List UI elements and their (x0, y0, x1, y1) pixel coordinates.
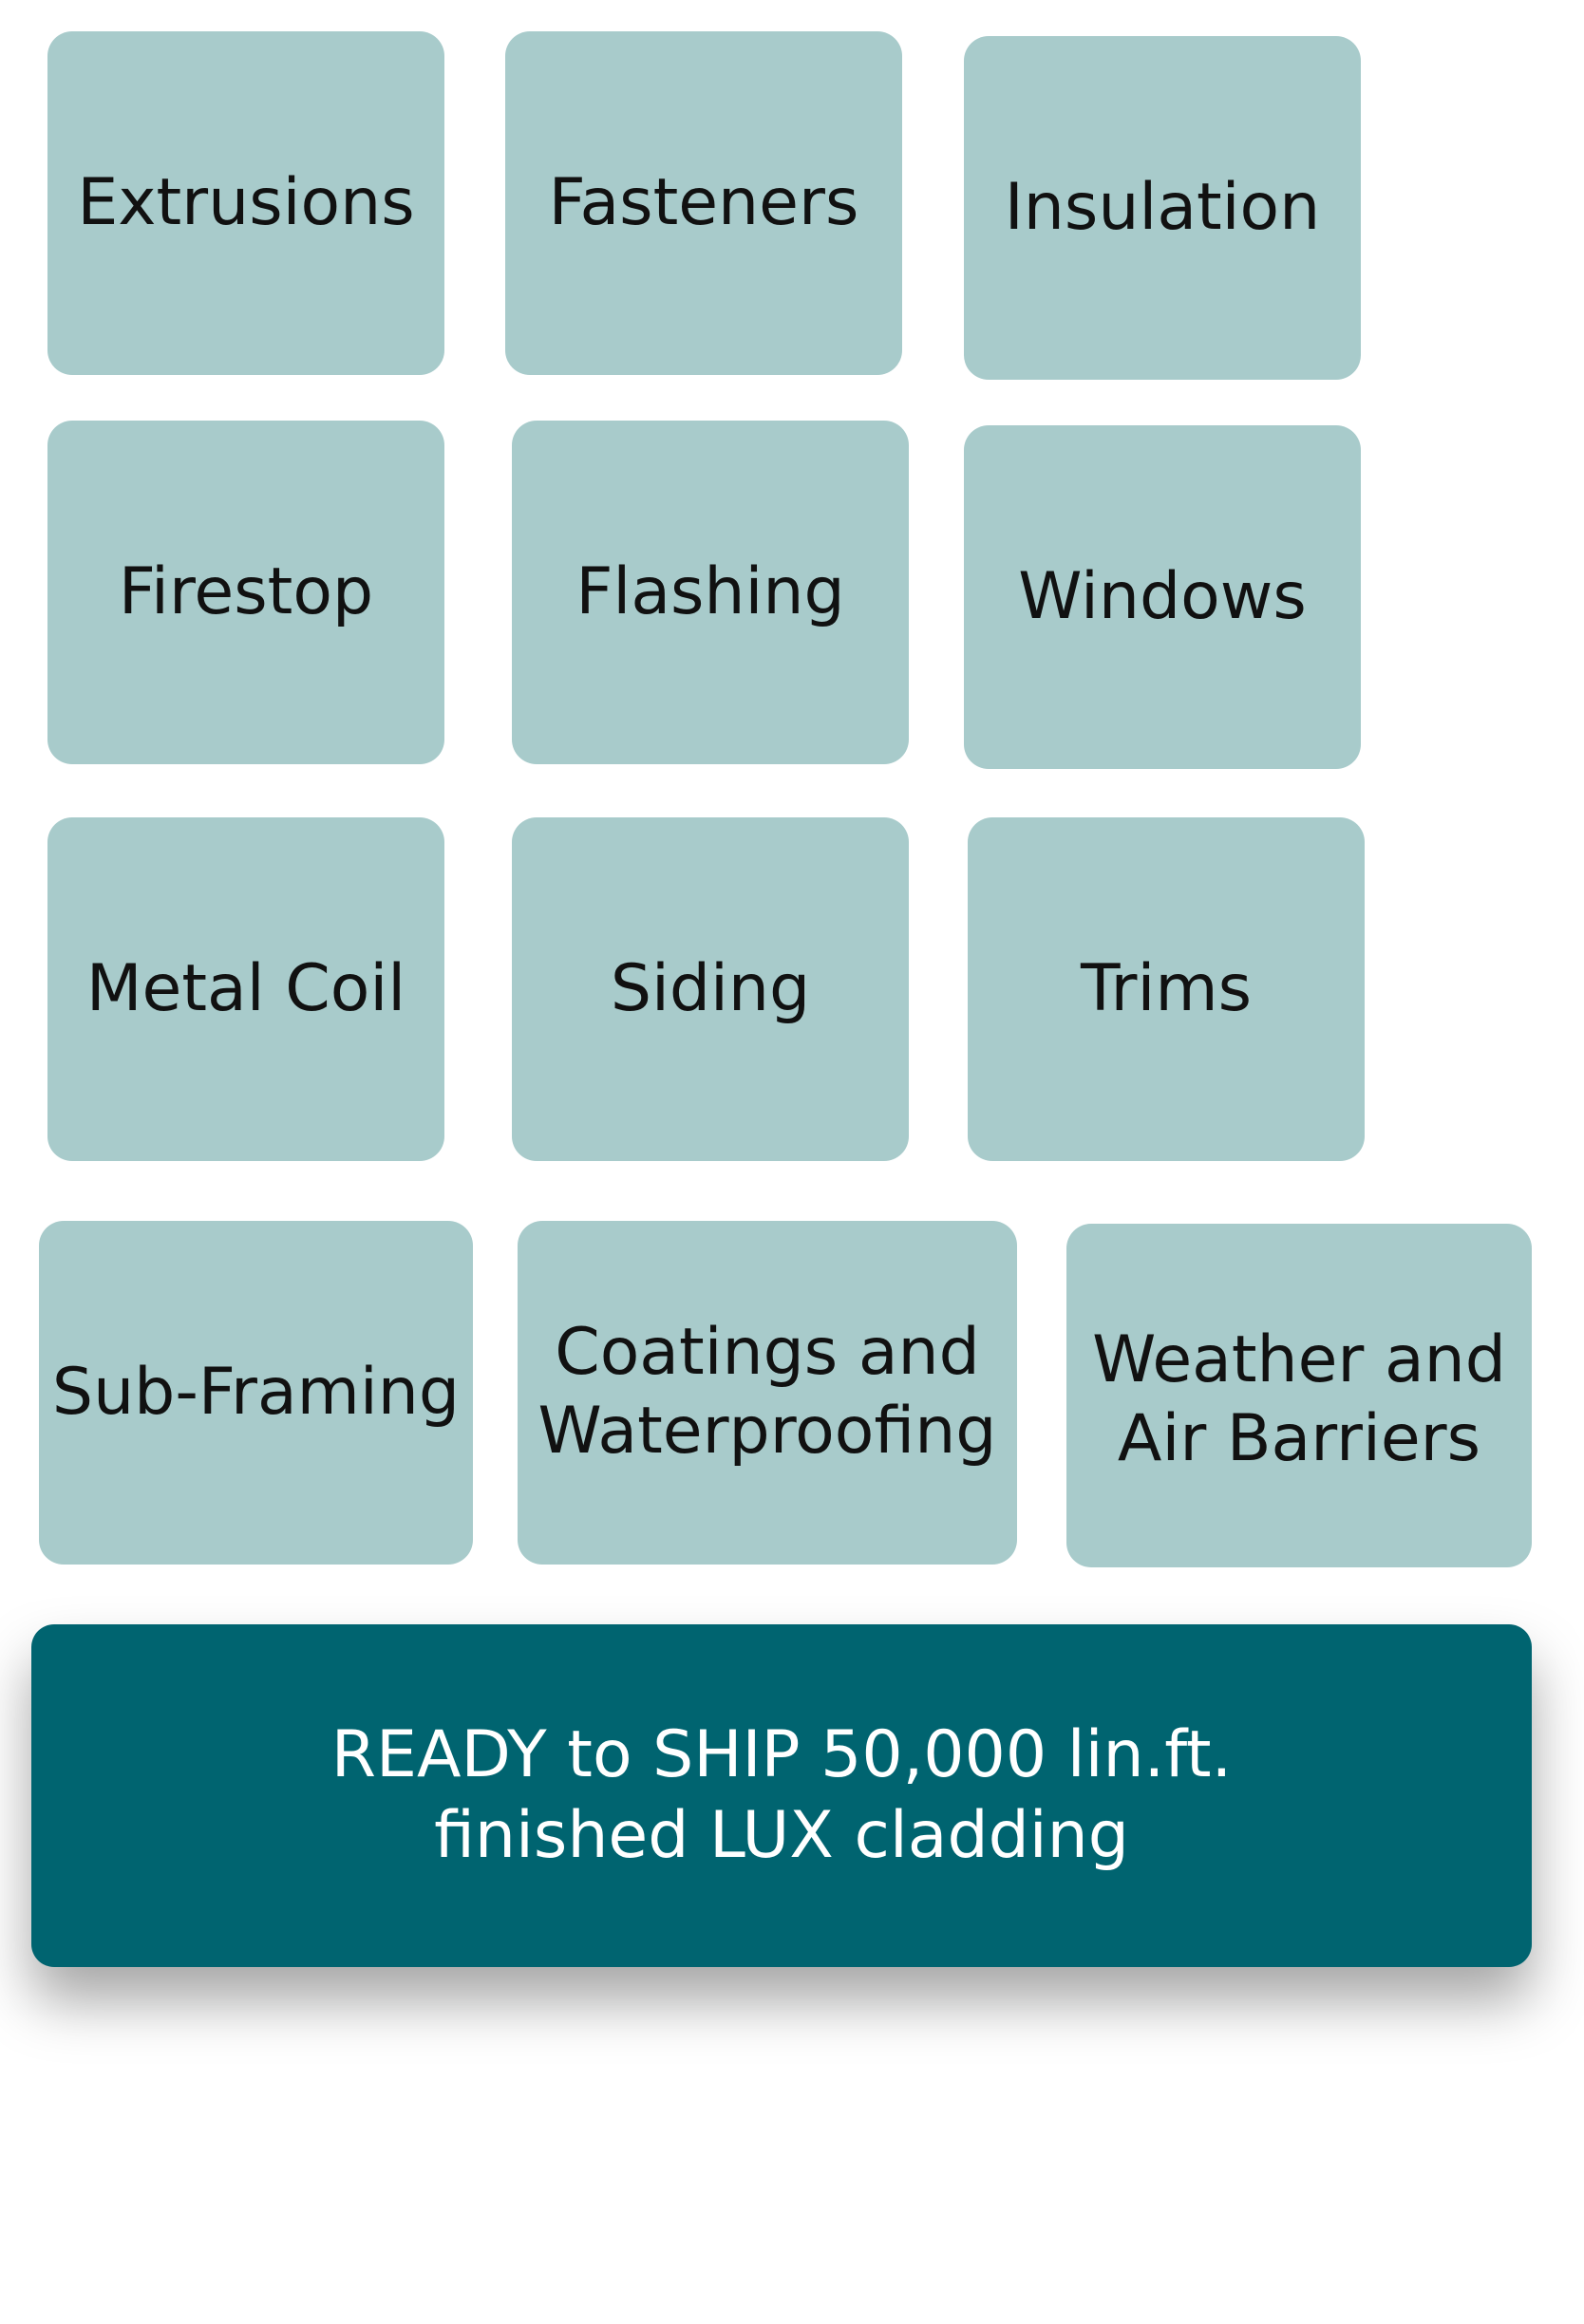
tile-sub-framing: Sub-Framing (39, 1221, 473, 1565)
tile-label-line2: Waterproofing (537, 1394, 997, 1469)
banner-line1: READY to SHIP 50,000 lin.ft. (330, 1717, 1233, 1793)
tile-label: Siding (610, 950, 811, 1026)
tile-coatings-waterproofing: Coatings and Waterproofing (518, 1221, 1017, 1565)
tile-label: Insulation (1004, 169, 1321, 245)
banner-line2: finished LUX cladding (434, 1797, 1129, 1873)
tile-label: Windows (1018, 558, 1307, 634)
tile-label: Firestop (118, 553, 374, 629)
tile-extrusions: Extrusions (47, 31, 444, 375)
tile-label: Flashing (575, 553, 845, 629)
tile-flashing: Flashing (512, 421, 909, 764)
tile-insulation: Insulation (964, 36, 1361, 380)
tile-trims: Trims (968, 817, 1365, 1161)
tile-label-line1: Weather and (1092, 1322, 1506, 1398)
tile-label: Sub-Framing (51, 1354, 461, 1430)
tile-windows: Windows (964, 425, 1361, 769)
tile-metal-coil: Metal Coil (47, 817, 444, 1161)
tile-label: Metal Coil (85, 950, 406, 1026)
tile-label-line2: Air Barriers (1117, 1401, 1481, 1476)
tile-siding: Siding (512, 817, 909, 1161)
tile-label-line1: Coatings and (555, 1315, 980, 1391)
tile-label: Fasteners (548, 164, 859, 240)
tile-label: Extrusions (77, 164, 415, 240)
tile-weather-air-barriers: Weather and Air Barriers (1066, 1224, 1532, 1567)
ready-to-ship-banner: READY to SHIP 50,000 lin.ft. finished LU… (31, 1624, 1532, 1967)
tile-firestop: Firestop (47, 421, 444, 764)
tile-label: Trims (1080, 950, 1253, 1026)
tile-fasteners: Fasteners (505, 31, 902, 375)
